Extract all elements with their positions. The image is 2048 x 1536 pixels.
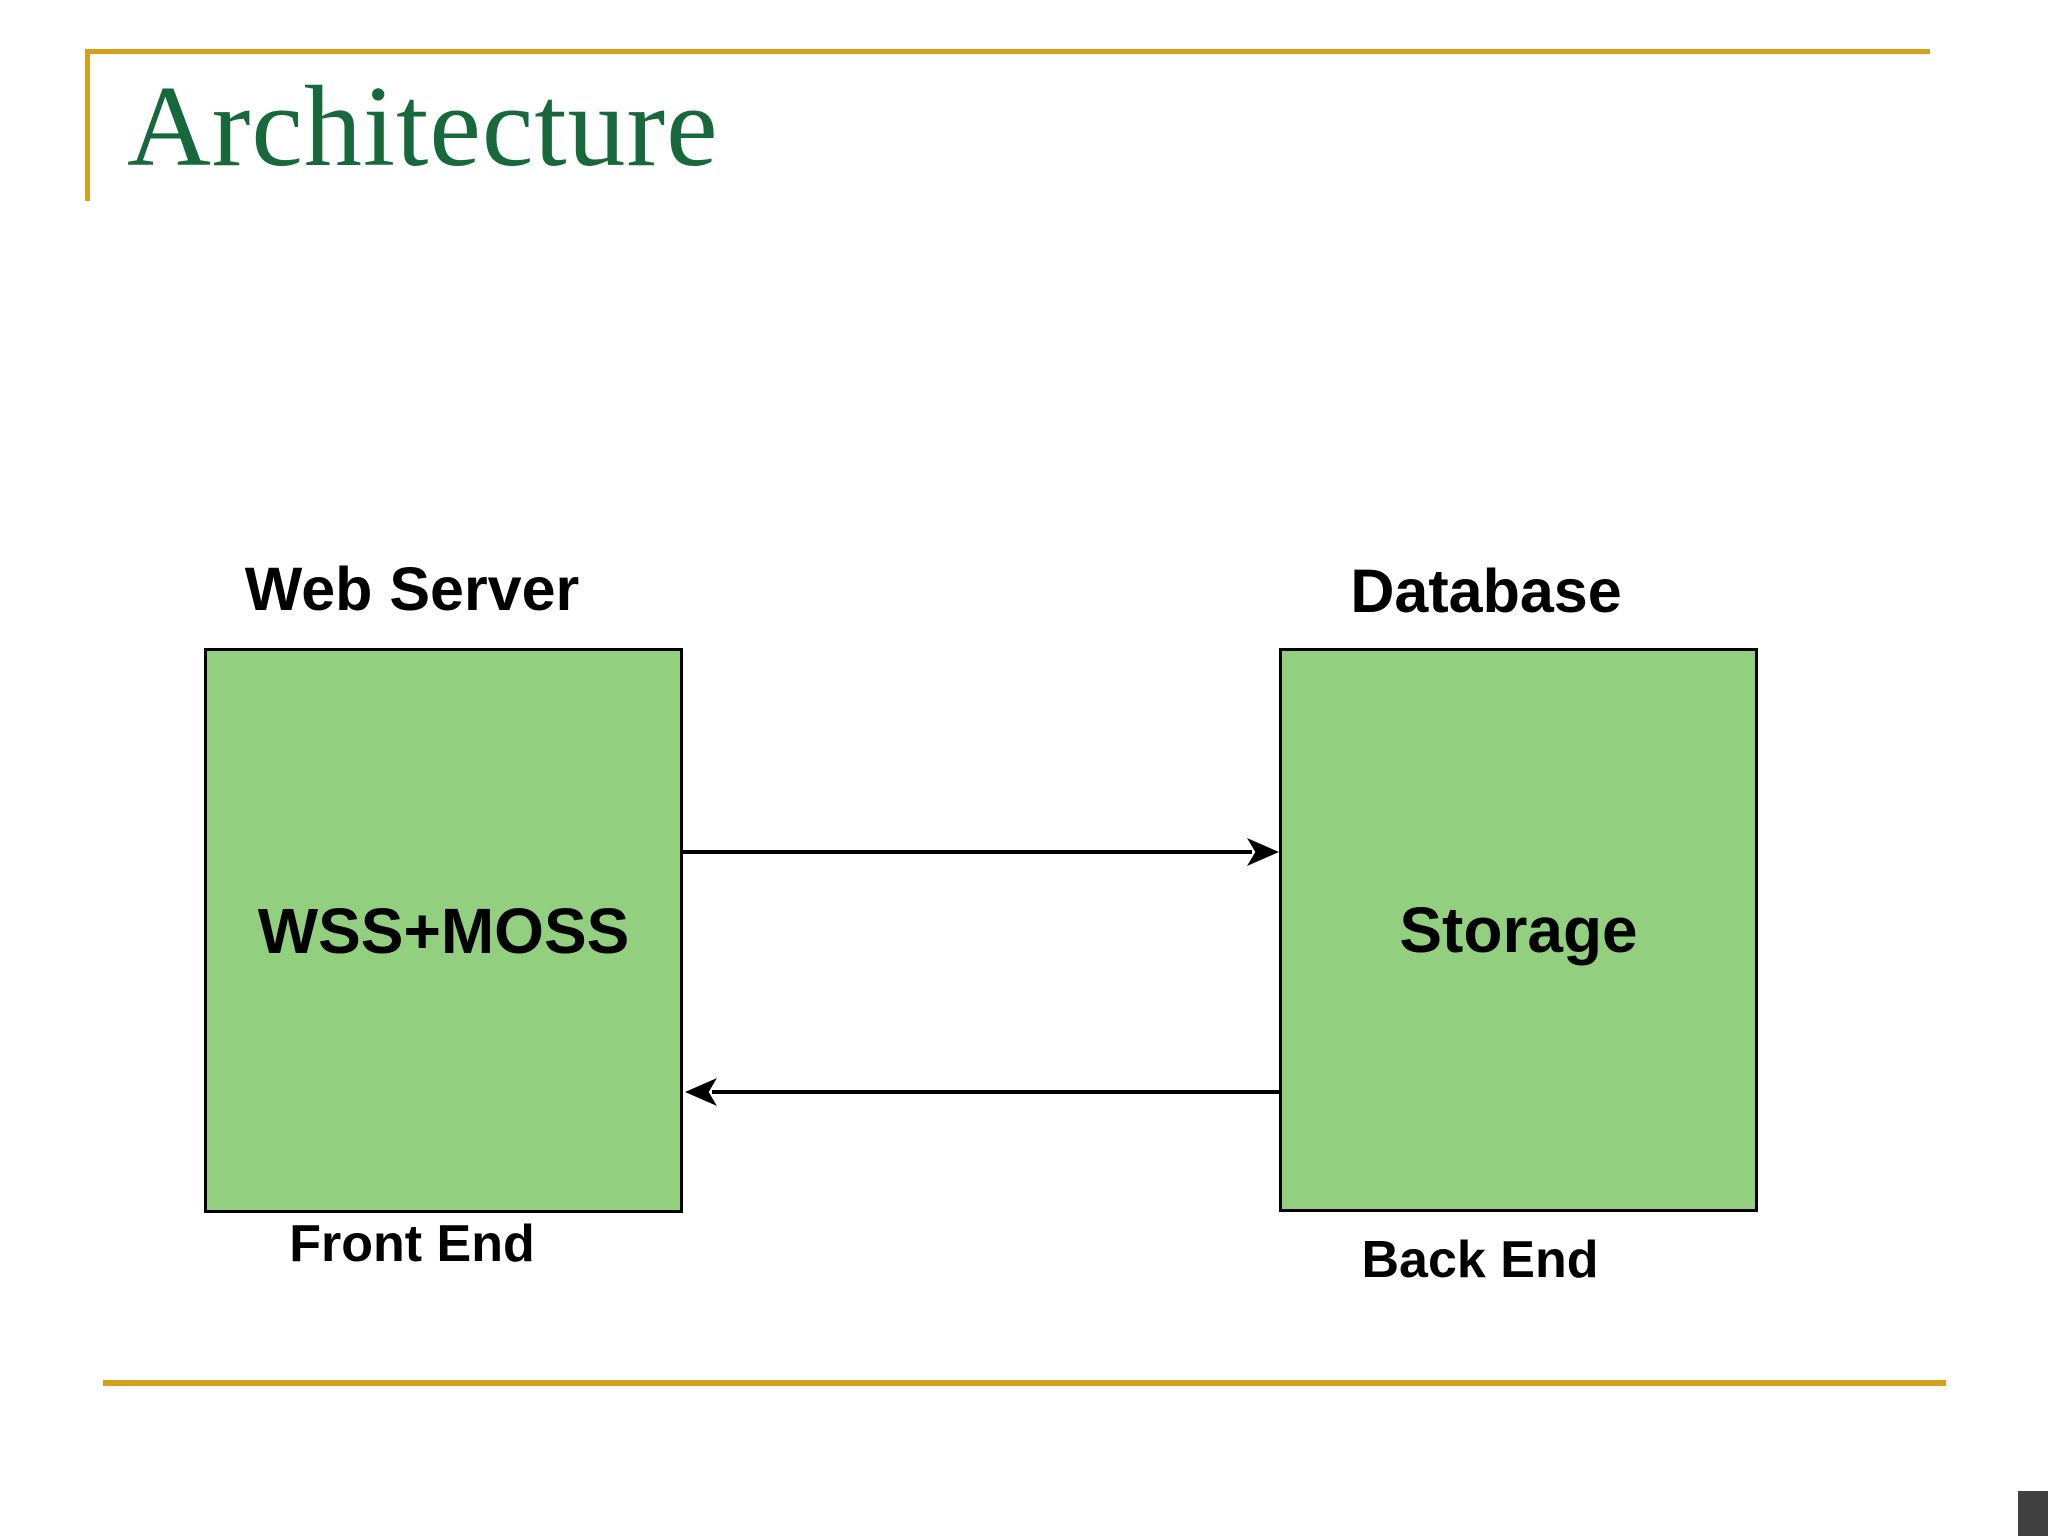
arrow-line-web-to-db	[683, 850, 1252, 854]
web-server-box-label: WSS+MOSS	[257, 894, 630, 967]
database-top-label: Database	[1350, 557, 1622, 625]
top-accent-line	[85, 49, 1930, 54]
database-box-label: Storage	[1399, 894, 1638, 966]
database-bottom-label: Back End	[1361, 1231, 1599, 1289]
arrow-line-db-to-web	[712, 1090, 1279, 1094]
database-node-box: Storage	[1279, 648, 1758, 1212]
web-server-node-box: WSS+MOSS	[204, 648, 683, 1213]
web-server-bottom-label: Front End	[289, 1215, 535, 1273]
bottom-accent-line	[103, 1380, 1946, 1386]
title-accent-vertical-line	[85, 49, 90, 201]
web-server-top-label: Web Server	[244, 555, 580, 623]
corner-mark	[2018, 1491, 2048, 1536]
slide-title: Architecture	[127, 63, 719, 191]
